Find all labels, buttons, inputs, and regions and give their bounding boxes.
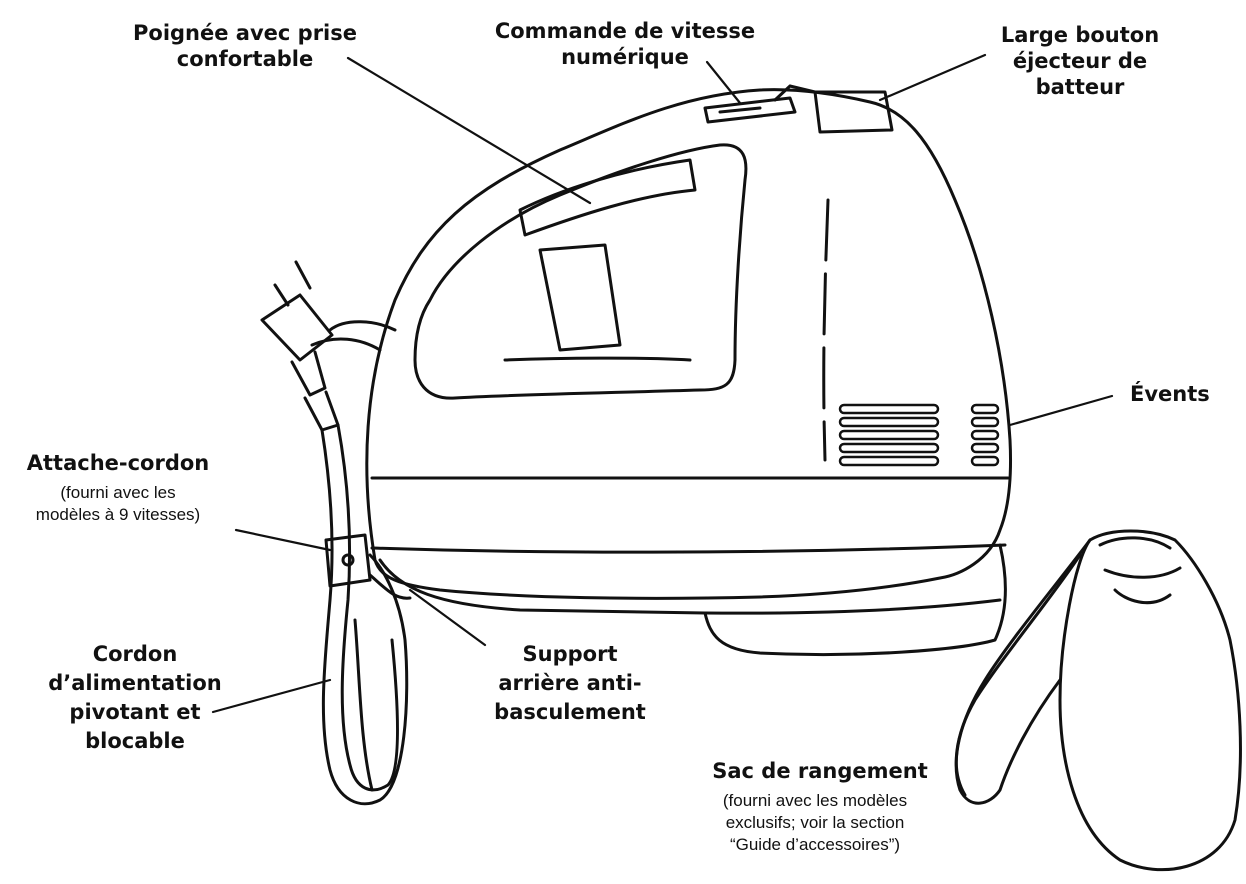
leader-ejecteur xyxy=(878,53,987,102)
label-attache-note: (fourni avec les modèles à 9 vitesses) xyxy=(0,482,236,526)
label-ejecteur-line1: Large bouton xyxy=(1000,23,1160,47)
label-events: Évents xyxy=(1130,382,1210,406)
label-attache: Attache-cordon xyxy=(0,450,236,476)
leader-commande xyxy=(705,60,742,105)
storage-bag xyxy=(954,529,1242,872)
label-attache-note2: modèles à 9 vitesses) xyxy=(35,505,201,524)
label-sac-note3: “Guide d’accessoires”) xyxy=(729,835,901,854)
leader-support xyxy=(408,588,487,647)
label-sac-line1: Sac de rangement xyxy=(712,759,928,783)
label-cordon: Cordon d’alimentation pivotant et blocab… xyxy=(45,640,225,756)
speed-control xyxy=(703,96,797,124)
label-support-line1: Support xyxy=(522,642,618,666)
mixer-base xyxy=(370,476,1010,657)
cord-wrap xyxy=(324,533,372,588)
leader-poignee xyxy=(346,56,592,205)
label-poignee-line1: Poignée avec prise xyxy=(133,21,357,45)
label-support-line2: arrière anti- xyxy=(498,671,642,695)
power-cord xyxy=(310,320,409,806)
leader-cordon xyxy=(211,678,332,714)
label-support-line3: basculement xyxy=(494,700,646,724)
label-cordon-line3: pivotant et xyxy=(69,700,201,724)
label-attache-note1: (fourni avec les xyxy=(60,483,176,502)
rear-support xyxy=(368,573,412,600)
label-cordon-line4: blocable xyxy=(85,729,185,753)
label-poignee-line2: confortable xyxy=(176,47,314,71)
ejector-button xyxy=(813,90,894,134)
label-commande-line1: Commande de vitesse xyxy=(494,19,756,43)
label-commande-line2: numérique xyxy=(561,45,689,69)
label-attache-line1: Attache-cordon xyxy=(26,451,210,475)
label-sac-note: (fourni avec les modèles exclusifs; voir… xyxy=(680,790,950,856)
mixer-body xyxy=(365,88,1012,600)
label-support: Support arrière anti- basculement xyxy=(470,640,670,727)
label-commande: Commande de vitesse numérique xyxy=(470,18,780,70)
leader-events xyxy=(1008,394,1114,427)
label-cordon-line2: d’alimentation xyxy=(48,671,222,695)
label-poignee: Poignée avec prise confortable xyxy=(110,20,380,72)
label-cordon-line1: Cordon xyxy=(92,642,178,666)
label-sac: Sac de rangement xyxy=(690,758,950,784)
vents xyxy=(838,403,1000,467)
handle-grip xyxy=(413,143,748,400)
label-ejecteur: Large bouton éjecteur de batteur xyxy=(975,22,1185,100)
power-plug xyxy=(260,260,340,432)
leader-lines xyxy=(211,53,1114,714)
label-sac-note2: exclusifs; voir la section xyxy=(725,813,905,832)
label-ejecteur-line2: éjecteur de xyxy=(1012,49,1148,73)
label-ejecteur-line3: batteur xyxy=(1035,75,1125,99)
label-sac-note1: (fourni avec les modèles xyxy=(722,791,908,810)
leader-attache xyxy=(234,528,332,552)
